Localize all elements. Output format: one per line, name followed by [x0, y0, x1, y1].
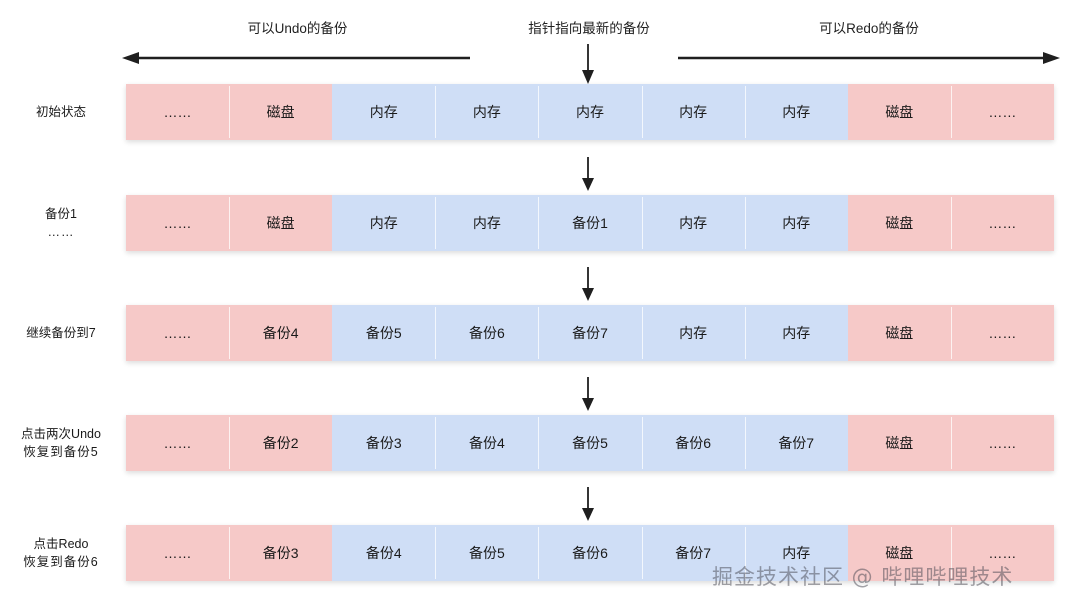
disk-slot[interactable]: 磁盘 [847, 195, 951, 251]
memory-slot[interactable]: 内存 [435, 84, 539, 140]
row-label-sub: …… [47, 225, 75, 239]
disk-slot[interactable]: …… [126, 195, 230, 251]
pointer-down-arrow [581, 44, 595, 84]
memory-slot[interactable]: 内存 [744, 195, 848, 251]
row-label: 点击Redo 恢复到备份6 [0, 525, 122, 581]
row-label: 点击两次Undo 恢复到备份5 [0, 415, 122, 471]
memory-slot[interactable]: 备份6 [435, 305, 539, 361]
step-down-arrow [581, 377, 595, 411]
redo-range-arrow [678, 52, 1060, 64]
memory-slot[interactable]: 内存 [332, 84, 436, 140]
annotation-band: 可以Undo的备份 指针指向最新的备份 可以Redo的备份 [0, 14, 1080, 74]
disk-slot[interactable]: 磁盘 [847, 305, 951, 361]
undo-range-label: 可以Undo的备份 [247, 21, 348, 36]
memory-slot[interactable]: 内存 [744, 84, 848, 140]
redo-range-label: 可以Redo的备份 [819, 21, 919, 36]
row-label-main: 继续备份到7 [26, 326, 96, 340]
disk-slot[interactable]: 备份2 [229, 415, 333, 471]
memory-slot[interactable]: 内存 [332, 195, 436, 251]
disk-slot[interactable]: 备份4 [229, 305, 333, 361]
memory-slot[interactable]: 备份7 [538, 305, 642, 361]
memory-slot[interactable]: 备份3 [332, 415, 436, 471]
disk-slot[interactable]: 磁盘 [229, 195, 333, 251]
memory-slot[interactable]: 备份4 [332, 525, 436, 581]
memory-slot[interactable]: 备份5 [538, 415, 642, 471]
state-row: 初始状态……磁盘内存内存内存内存内存磁盘…… [0, 84, 1080, 140]
disk-slot[interactable]: 磁盘 [847, 415, 951, 471]
disk-slot[interactable]: …… [950, 525, 1054, 581]
disk-slot[interactable]: …… [950, 84, 1054, 140]
disk-slot[interactable]: …… [950, 305, 1054, 361]
disk-slot[interactable]: 磁盘 [229, 84, 333, 140]
memory-slot[interactable]: 内存 [538, 84, 642, 140]
watermark: 掘金技术社区 @ 哔哩哔哩技术 [712, 565, 1014, 589]
backup-slot-bar: ……磁盘内存内存内存内存内存磁盘…… [126, 84, 1054, 140]
memory-slot[interactable]: 备份4 [435, 415, 539, 471]
row-label: 初始状态 [0, 84, 122, 140]
disk-slot[interactable]: 磁盘 [847, 525, 951, 581]
memory-slot[interactable]: 内存 [744, 305, 848, 361]
memory-slot[interactable]: 内存 [641, 305, 745, 361]
disk-slot[interactable]: 备份3 [229, 525, 333, 581]
disk-slot[interactable]: …… [126, 415, 230, 471]
memory-slot[interactable]: 内存 [641, 84, 745, 140]
row-label-main: 初始状态 [35, 105, 86, 119]
memory-slot[interactable]: 内存 [641, 195, 745, 251]
step-down-arrow [581, 487, 595, 521]
memory-slot[interactable]: 备份6 [538, 525, 642, 581]
row-label-main: 备份1 [45, 207, 77, 221]
step-down-arrow [581, 267, 595, 301]
row-label-main: 点击两次Undo [21, 427, 101, 441]
memory-slot[interactable]: 内存 [744, 525, 848, 581]
disk-slot[interactable]: …… [950, 195, 1054, 251]
disk-slot[interactable]: …… [126, 305, 230, 361]
disk-slot[interactable]: …… [126, 84, 230, 140]
pointer-caption: 指针指向最新的备份 [528, 21, 650, 36]
disk-slot[interactable]: 磁盘 [847, 84, 951, 140]
step-down-arrow [581, 157, 595, 191]
memory-slot[interactable]: 备份5 [332, 305, 436, 361]
row-label-main: 点击Redo [33, 537, 89, 551]
disk-slot[interactable]: …… [950, 415, 1054, 471]
disk-slot[interactable]: …… [126, 525, 230, 581]
row-label: 备份1 …… [0, 195, 122, 251]
memory-slot[interactable]: 备份7 [641, 525, 745, 581]
row-label: 继续备份到7 [0, 305, 122, 361]
memory-slot[interactable]: 备份6 [641, 415, 745, 471]
memory-slot[interactable]: 备份5 [435, 525, 539, 581]
undo-range-arrow [122, 52, 470, 64]
memory-slot[interactable]: 备份1 [538, 195, 642, 251]
memory-slot[interactable]: 备份7 [744, 415, 848, 471]
memory-slot[interactable]: 内存 [435, 195, 539, 251]
row-label-sub: 恢复到备份5 [23, 445, 99, 459]
row-label-sub: 恢复到备份6 [23, 555, 99, 569]
